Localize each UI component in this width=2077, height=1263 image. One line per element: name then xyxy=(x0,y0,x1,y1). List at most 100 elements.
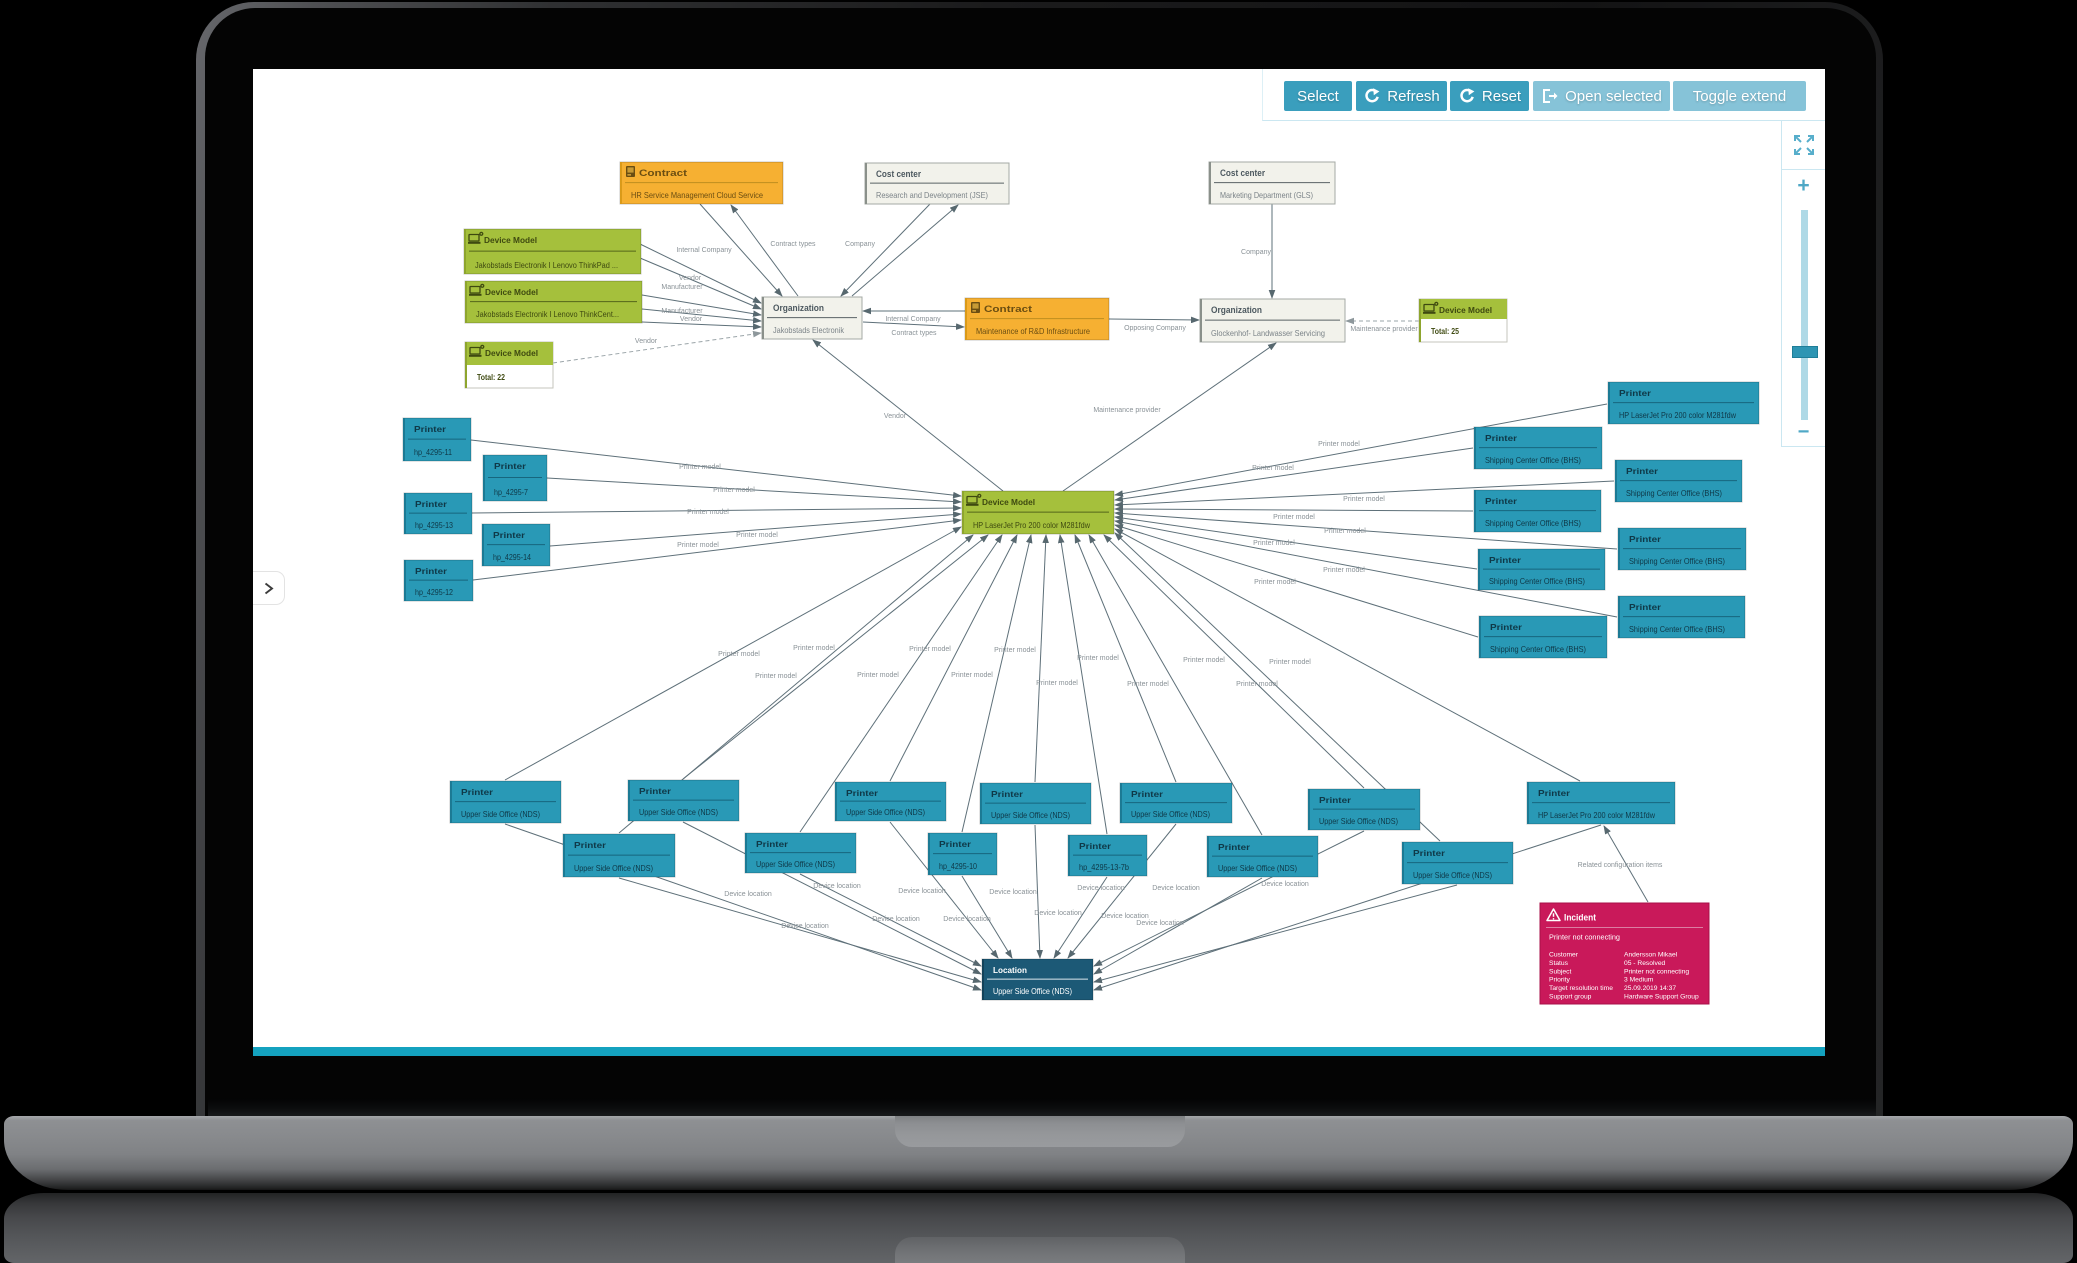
svg-text:Printer model: Printer model xyxy=(1269,659,1311,666)
svg-text:Device location: Device location xyxy=(781,923,829,930)
svg-text:Printer: Printer xyxy=(1079,841,1112,851)
svg-text:Shipping Center Office (BHS): Shipping Center Office (BHS) xyxy=(1629,625,1725,634)
svg-text:Printer: Printer xyxy=(1218,842,1251,852)
svg-text:Upper Side Office (NDS): Upper Side Office (NDS) xyxy=(756,860,835,869)
svg-text:25.09.2019 14:37: 25.09.2019 14:37 xyxy=(1624,985,1676,992)
svg-text:Upper Side Office (NDS): Upper Side Office (NDS) xyxy=(574,864,653,873)
svg-text:Printer model: Printer model xyxy=(713,487,755,494)
svg-text:Device location: Device location xyxy=(724,891,772,898)
svg-text:Device Model: Device Model xyxy=(484,235,537,245)
svg-text:Printer: Printer xyxy=(1319,795,1352,805)
svg-text:Device Model: Device Model xyxy=(1439,305,1492,315)
svg-text:Printer: Printer xyxy=(1489,555,1522,565)
svg-text:Jakobstads Electronik I Lenovo: Jakobstads Electronik I Lenovo ThinkPad … xyxy=(475,261,618,270)
svg-text:Device location: Device location xyxy=(1101,913,1149,920)
svg-text:Shipping Center Office (BHS): Shipping Center Office (BHS) xyxy=(1485,519,1581,528)
svg-text:Device location: Device location xyxy=(1077,885,1125,892)
svg-text:05 - Resolved: 05 - Resolved xyxy=(1624,960,1666,967)
svg-text:Printer model: Printer model xyxy=(1077,655,1119,662)
svg-text:Vendor: Vendor xyxy=(679,275,702,282)
svg-text:Printer model: Printer model xyxy=(1127,681,1169,688)
svg-text:Printer model: Printer model xyxy=(1254,579,1296,586)
svg-text:Printer model: Printer model xyxy=(1183,657,1225,664)
svg-text:hp_4295-13: hp_4295-13 xyxy=(415,520,453,530)
svg-text:HR Service Management Cloud Se: HR Service Management Cloud Service xyxy=(631,191,763,200)
svg-text:Device location: Device location xyxy=(1152,885,1200,892)
svg-text:Shipping Center Office (BHS): Shipping Center Office (BHS) xyxy=(1489,577,1585,586)
svg-text:Contract: Contract xyxy=(639,168,688,179)
svg-text:Contract types: Contract types xyxy=(891,330,937,337)
svg-text:Target resolution time: Target resolution time xyxy=(1549,985,1613,992)
svg-text:Customer: Customer xyxy=(1549,952,1579,959)
svg-text:Printer model: Printer model xyxy=(1236,681,1278,688)
svg-text:Printer model: Printer model xyxy=(793,645,835,652)
svg-text:Printer model: Printer model xyxy=(677,542,719,549)
svg-text:Printer: Printer xyxy=(1629,534,1662,544)
svg-text:hp_4295-11: hp_4295-11 xyxy=(414,447,452,457)
svg-text:Printer model: Printer model xyxy=(951,672,993,679)
svg-text:Company: Company xyxy=(845,241,875,248)
svg-text:Upper Side Office (NDS): Upper Side Office (NDS) xyxy=(1413,871,1492,880)
svg-text:Upper Side Office (NDS): Upper Side Office (NDS) xyxy=(1218,864,1297,873)
svg-text:Printer model: Printer model xyxy=(679,464,721,471)
svg-text:Manufacturer: Manufacturer xyxy=(661,284,703,291)
svg-text:Upper Side Office (NDS): Upper Side Office (NDS) xyxy=(993,987,1072,996)
svg-text:Upper Side Office (NDS): Upper Side Office (NDS) xyxy=(846,808,925,817)
svg-text:Device location: Device location xyxy=(1261,881,1309,888)
svg-text:Upper Side Office (NDS): Upper Side Office (NDS) xyxy=(1319,817,1398,826)
svg-text:Total: 25: Total: 25 xyxy=(1431,327,1459,336)
svg-text:Printer model: Printer model xyxy=(1036,680,1078,687)
svg-text:Printer: Printer xyxy=(1629,602,1662,612)
svg-text:Printer: Printer xyxy=(1485,433,1518,443)
svg-text:Printer: Printer xyxy=(415,566,448,576)
svg-text:Printer: Printer xyxy=(461,787,494,797)
svg-text:Shipping Center Office (BHS): Shipping Center Office (BHS) xyxy=(1626,489,1722,498)
svg-text:Shipping Center Office (BHS): Shipping Center Office (BHS) xyxy=(1485,456,1581,465)
svg-text:Printer model: Printer model xyxy=(736,532,778,539)
svg-text:Device Model: Device Model xyxy=(485,348,538,358)
svg-text:Priority: Priority xyxy=(1549,977,1570,984)
svg-text:Shipping Center Office (BHS): Shipping Center Office (BHS) xyxy=(1490,645,1586,654)
svg-text:Incident: Incident xyxy=(1564,913,1596,923)
svg-text:Jakobstads Electronik: Jakobstads Electronik xyxy=(773,326,845,335)
svg-text:Printer model: Printer model xyxy=(857,672,899,679)
svg-text:Printer model: Printer model xyxy=(909,646,951,653)
svg-text:Printer: Printer xyxy=(493,530,526,540)
svg-text:Printer: Printer xyxy=(1490,622,1523,632)
svg-text:Printer: Printer xyxy=(846,788,879,798)
svg-text:hp_4295-10: hp_4295-10 xyxy=(939,861,977,871)
svg-text:Printer: Printer xyxy=(991,789,1024,799)
svg-text:Printer: Printer xyxy=(1413,848,1446,858)
svg-text:Organization: Organization xyxy=(1211,305,1262,316)
svg-text:Subject: Subject xyxy=(1549,968,1571,975)
svg-text:Printer: Printer xyxy=(939,839,972,849)
svg-text:Upper Side Office (NDS): Upper Side Office (NDS) xyxy=(991,811,1070,820)
svg-text:Status: Status xyxy=(1549,960,1569,967)
svg-text:Marketing Department (GLS): Marketing Department (GLS) xyxy=(1220,191,1313,200)
svg-text:Printer: Printer xyxy=(574,840,607,850)
svg-text:Cost center: Cost center xyxy=(876,169,921,180)
svg-text:Printer model: Printer model xyxy=(1323,567,1365,574)
svg-text:Internal Company: Internal Company xyxy=(676,247,732,254)
svg-text:Upper Side Office (NDS): Upper Side Office (NDS) xyxy=(461,810,540,819)
svg-text:Printer: Printer xyxy=(1619,388,1652,398)
svg-text:hp_4295-13-7b: hp_4295-13-7b xyxy=(1079,862,1129,872)
svg-text:Vendor: Vendor xyxy=(680,316,703,323)
svg-text:Upper Side Office (NDS): Upper Side Office (NDS) xyxy=(639,808,718,817)
svg-text:Related configuration items: Related configuration items xyxy=(1578,862,1663,869)
svg-text:Company: Company xyxy=(1241,249,1271,256)
svg-text:Maintenance of R&D Infrastruct: Maintenance of R&D Infrastructure xyxy=(976,327,1090,336)
svg-text:Printer model: Printer model xyxy=(994,647,1036,654)
svg-text:Organization: Organization xyxy=(773,303,824,314)
svg-text:Device location: Device location xyxy=(872,916,920,923)
svg-text:Opposing Company: Opposing Company xyxy=(1124,325,1186,332)
svg-text:Printer: Printer xyxy=(1538,788,1571,798)
svg-text:Device location: Device location xyxy=(898,888,946,895)
svg-text:hp_4295-12: hp_4295-12 xyxy=(415,587,453,597)
svg-text:Shipping Center Office (BHS): Shipping Center Office (BHS) xyxy=(1629,557,1725,566)
svg-text:Device location: Device location xyxy=(1136,920,1184,927)
svg-text:Device location: Device location xyxy=(813,883,861,890)
svg-text:Upper Side Office (NDS): Upper Side Office (NDS) xyxy=(1131,810,1210,819)
svg-text:Manufacturer: Manufacturer xyxy=(661,308,703,315)
svg-text:Printer: Printer xyxy=(494,461,527,471)
